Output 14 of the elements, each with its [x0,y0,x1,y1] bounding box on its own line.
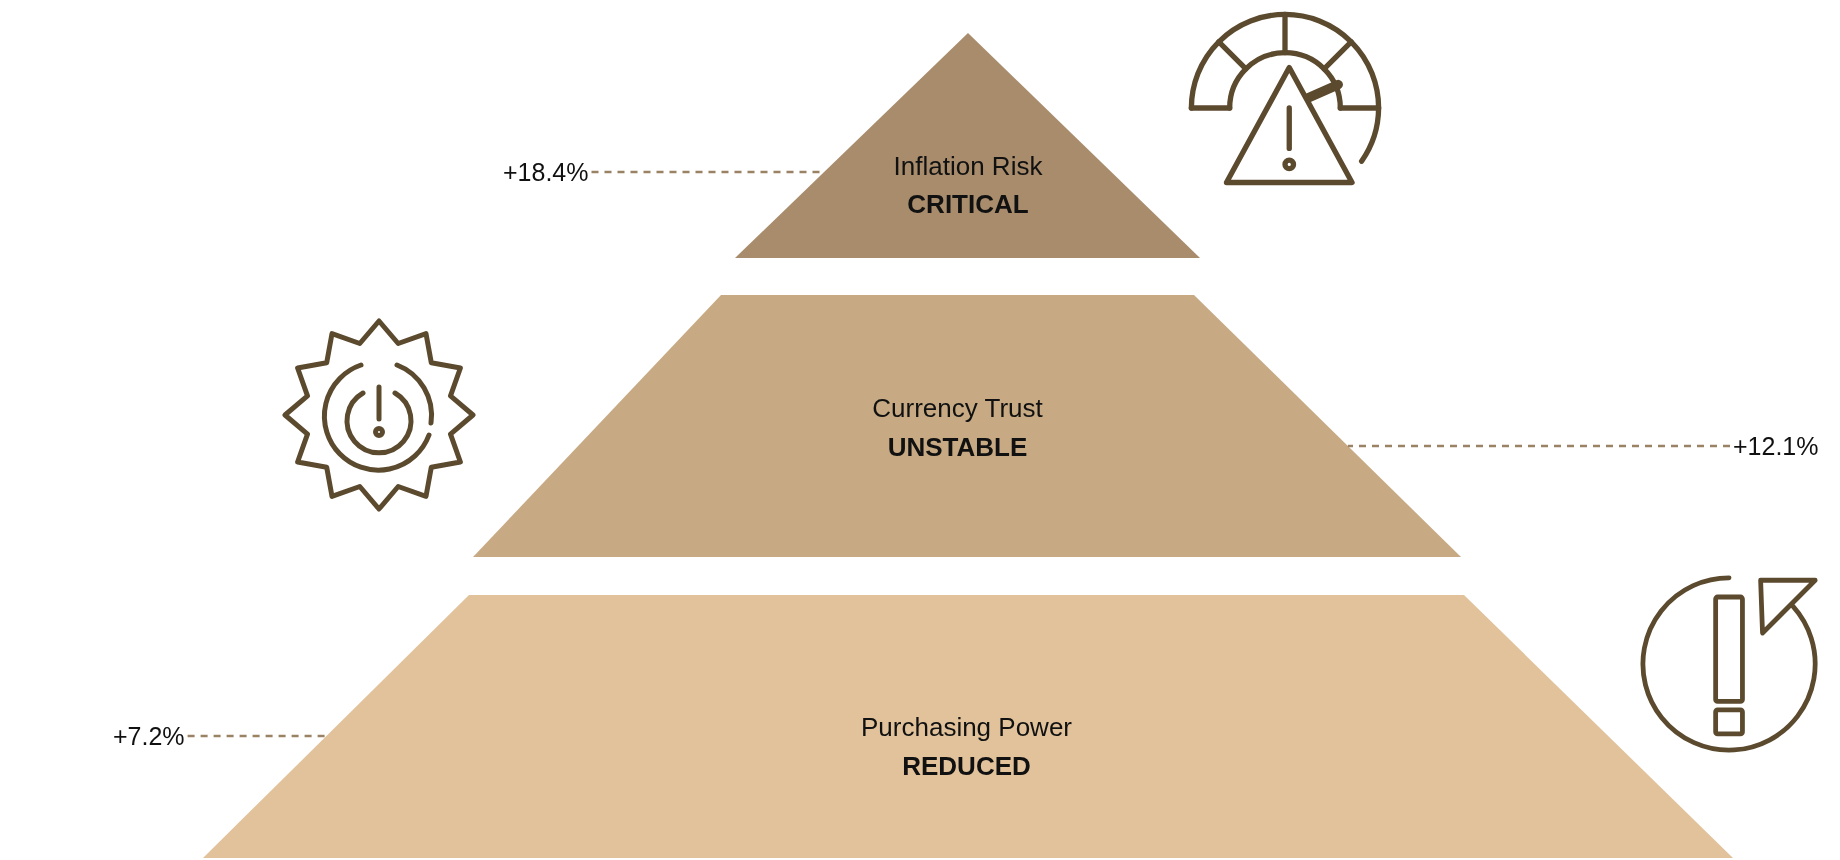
status-label: REDUCED [902,750,1031,782]
status-label: CRITICAL [907,188,1029,220]
tier-label: Currency Trust [872,392,1043,424]
percentage-value: +7.2% [110,720,188,752]
status-label: UNSTABLE [887,431,1028,463]
pyramid-tier [735,33,1200,258]
percentage-value: +18.4% [500,156,592,188]
percentage-value: +12.1% [1730,430,1822,462]
tier-label: Inflation Risk [893,150,1043,182]
pyramid-tier [473,295,1461,557]
leader-line [187,734,327,738]
leader-line [1347,444,1730,448]
tier-label: Purchasing Power [861,711,1072,743]
pyramid-tier [203,595,1733,858]
